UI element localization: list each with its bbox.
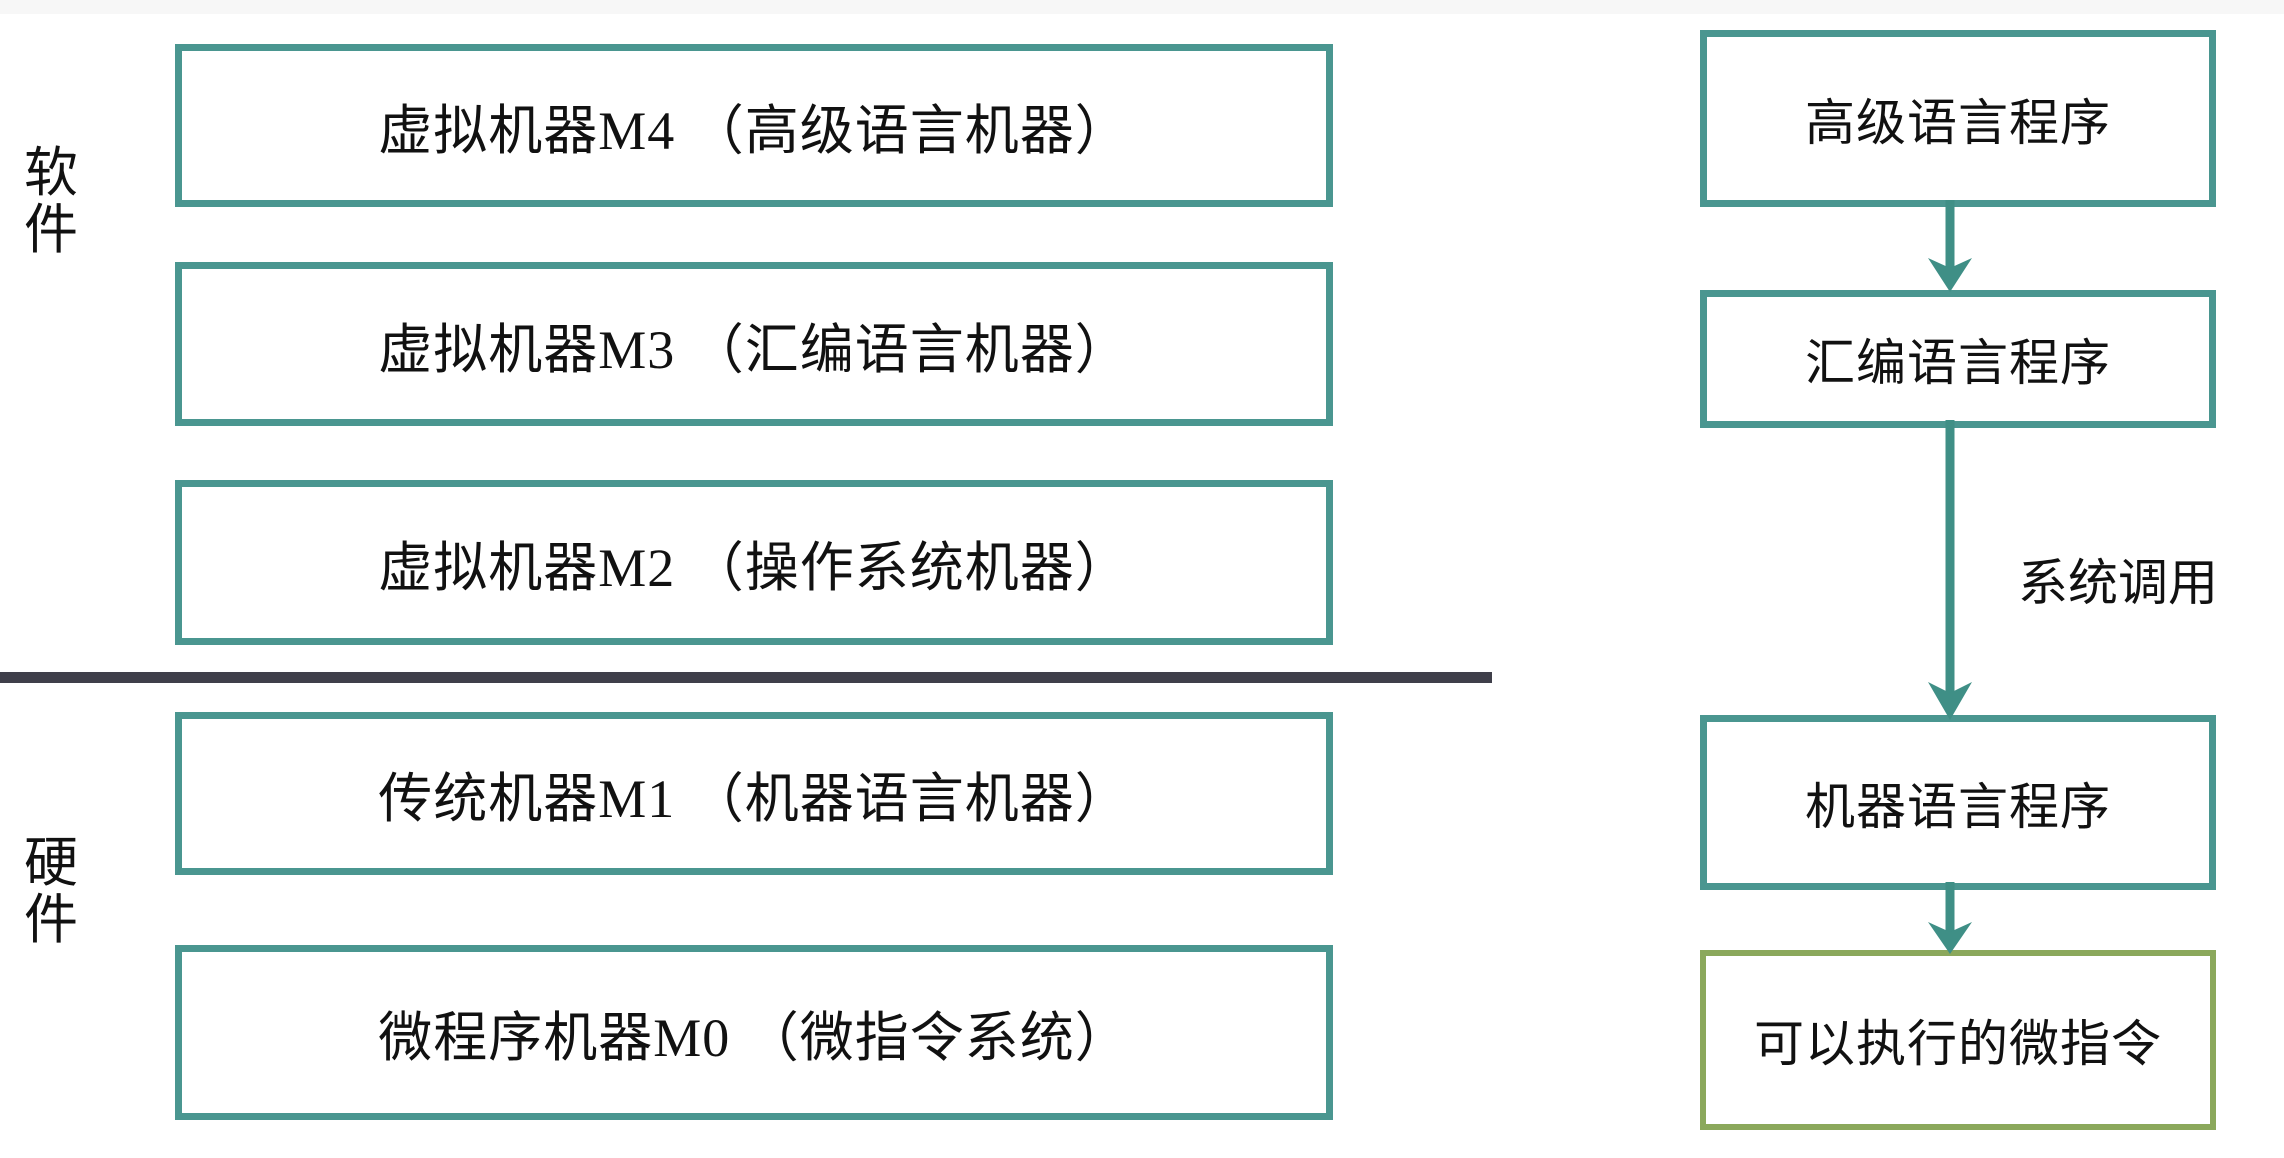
program-box-high-level[interactable]: 高级语言程序 [1700,30,2216,207]
level-box-m4[interactable]: 虚拟机器M4 （高级语言机器） [175,44,1333,207]
software-hardware-divider [0,672,1492,683]
arrow-assembly-to-machine-icon [1928,420,1972,720]
annotation-system-call: 系统调用 [2018,555,2218,611]
level-box-m2[interactable]: 虚拟机器M2 （操作系统机器） [175,480,1333,645]
side-label-software: 软 件 [24,143,78,260]
program-box-assembly[interactable]: 汇编语言程序 [1700,290,2216,428]
level-box-m3[interactable]: 虚拟机器M3 （汇编语言机器） [175,262,1333,426]
level-box-m0[interactable]: 微程序机器M0 （微指令系统） [175,945,1333,1120]
level-box-m1[interactable]: 传统机器M1 （机器语言机器） [175,712,1333,875]
side-label-hardware: 硬 件 [24,833,78,950]
top-band [0,0,2284,14]
program-box-micro-instruction[interactable]: 可以执行的微指令 [1700,950,2216,1130]
program-box-machine[interactable]: 机器语言程序 [1700,715,2216,890]
arrow-machine-to-micro-icon [1928,882,1972,954]
arrow-high-level-to-assembly-icon [1928,200,1972,292]
